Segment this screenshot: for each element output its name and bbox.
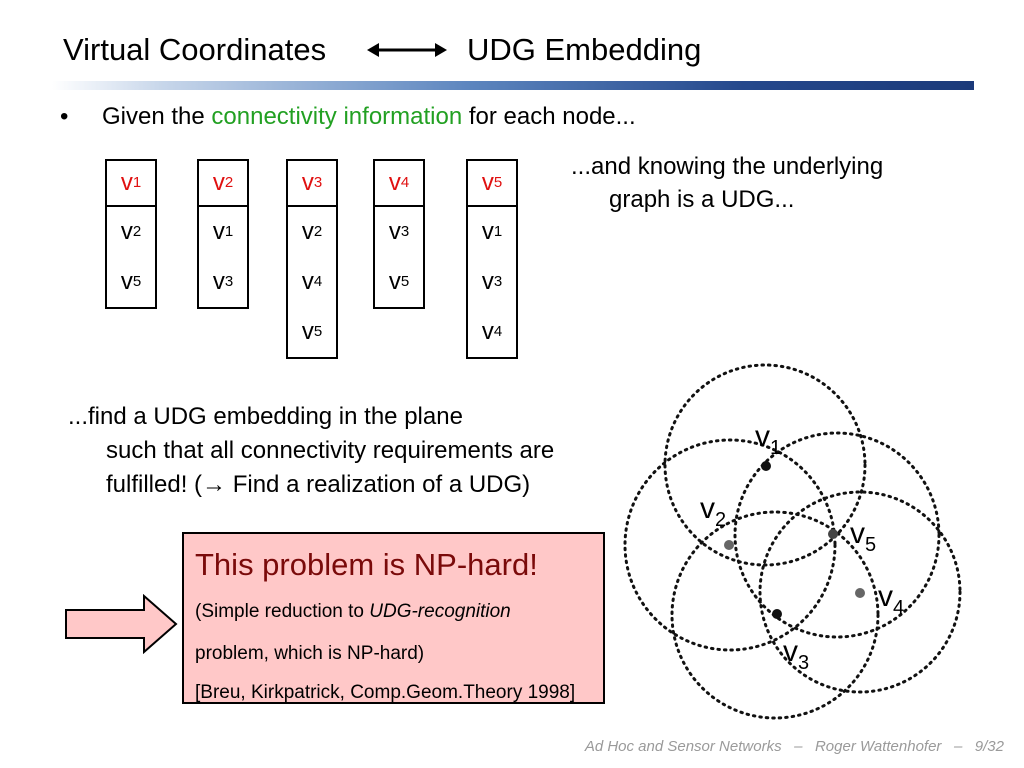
node-v3-dot	[772, 609, 782, 619]
np-note-line-1: (Simple reduction to UDG-recognition	[195, 601, 511, 622]
given-before: Given the	[102, 103, 205, 130]
node-v2-dot	[724, 540, 734, 550]
given-after: for each node...	[468, 103, 636, 130]
np-note-line-2: problem, which is NP-hard)	[195, 643, 425, 664]
pink-right-arrow-icon	[65, 594, 178, 654]
given-text: Given the connectivity information for e…	[102, 103, 636, 131]
node-v4-dot	[855, 588, 865, 598]
udg-embedding-diagram	[623, 363, 962, 720]
footer-author: Roger Wattenhofer	[814, 738, 942, 755]
udg-label-v5: v5	[850, 517, 877, 556]
slide-title-right: UDG Embedding	[467, 32, 702, 67]
slide-title-left: Virtual Coordinates	[63, 32, 327, 67]
unit-disk-v5	[733, 431, 941, 639]
citation: [Breu, Kirkpatrick, Comp.Geom.Theory 199…	[195, 682, 576, 703]
unit-disk-v2	[623, 438, 837, 652]
knowing-line-2: graph is a UDG...	[609, 186, 795, 213]
connectivity-information-highlight: connectivity information	[211, 103, 463, 130]
right-arrow-icon: →	[202, 471, 227, 498]
udg-label-v4: v4	[878, 580, 905, 619]
page-number: 9/32	[974, 738, 1004, 755]
unit-disk-v1	[663, 363, 867, 567]
bullet-dot: •	[60, 103, 69, 130]
find-line-2: such that all connectivity requirements …	[106, 437, 555, 464]
title-underline-bar	[52, 81, 974, 90]
unit-disk-v3	[670, 510, 880, 720]
udg-label-v2: v2	[700, 492, 727, 531]
double-arrow-icon	[367, 43, 447, 57]
find-line-3: fulfilled! (→ Find a realization of a UD…	[106, 471, 531, 498]
node-v5-dot	[828, 529, 838, 539]
node-v1-dot	[761, 461, 771, 471]
find-line-1: ...find a UDG embedding in the plane	[68, 403, 463, 430]
footer-course: Ad Hoc and Sensor Networks	[584, 738, 782, 755]
udg-label-v1: v1	[755, 420, 782, 459]
np-hard-callout	[182, 532, 605, 704]
np-hard-headline: This problem is NP-hard!	[195, 547, 538, 582]
slide-footer: Ad Hoc and Sensor Networks – Roger Watte…	[584, 738, 1004, 755]
knowing-line-1: ...and knowing the underlying	[571, 153, 884, 180]
unit-disk-v4	[758, 490, 962, 694]
udg-label-v3: v3	[783, 635, 810, 674]
